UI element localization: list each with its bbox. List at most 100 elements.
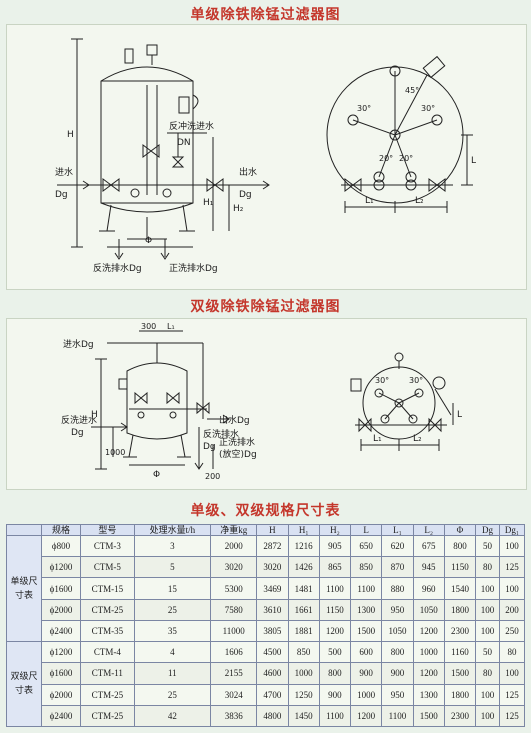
header-cell: Φ xyxy=(443,524,477,536)
double-stage-diagram: 进水Dg 300 L₁ H 反洗进水 Dg 1000 出水Dg 反洗排水 Dg … xyxy=(61,322,462,481)
table-cell: 4800 xyxy=(256,704,289,728)
double-vent-label: (放空)Dg xyxy=(219,448,257,460)
table-cell: CTM-25 xyxy=(80,683,135,706)
table-cell: 650 xyxy=(350,534,383,558)
table-cell: 1450 xyxy=(287,704,320,728)
table-cell: 1800 xyxy=(443,598,477,621)
dim-h1: H₁ xyxy=(203,198,214,208)
dim-l: L xyxy=(471,156,476,166)
backwash-inlet-label: 反冲洗进水 xyxy=(169,120,214,132)
table-cell: 3610 xyxy=(256,598,289,621)
table-cell: CTM-35 xyxy=(80,619,135,643)
double-dim-l: L xyxy=(457,410,462,420)
table-cell: 25 xyxy=(133,598,212,621)
double-dim-phi: Φ xyxy=(153,470,160,480)
dim-phi: Φ xyxy=(145,236,152,246)
table-cell: 11000 xyxy=(210,619,258,643)
table-cell: 800 xyxy=(381,641,414,664)
table-cell: CTM-5 xyxy=(80,556,135,579)
double-dim-l2: L₂ xyxy=(413,434,422,444)
table-cell: 5 xyxy=(133,556,212,579)
table-cell: 15 xyxy=(133,577,212,600)
dim-h2: H₂ xyxy=(233,204,244,214)
table-cell: 100 xyxy=(475,577,500,600)
double-dim-l1-top: L₁ xyxy=(167,322,175,331)
table-cell: 950 xyxy=(381,598,414,621)
header-cell: 规格 xyxy=(40,524,82,536)
single-stage-title: 单级除铁除锰过滤器图 xyxy=(190,7,341,23)
table-cell: 3020 xyxy=(256,556,289,579)
table-cell: ϕ2000 xyxy=(40,598,82,621)
table-cell: 4 xyxy=(133,641,212,664)
table-cell: 2300 xyxy=(443,704,477,728)
table-cell: 250 xyxy=(498,619,526,643)
table-cell: 1100 xyxy=(381,704,414,728)
table-cell: 1800 xyxy=(443,683,477,706)
table-cell: CTM-25 xyxy=(80,598,135,621)
dim-l2: L₂ xyxy=(415,196,424,206)
table-cell: 900 xyxy=(350,662,383,685)
inlet-dg-label: Dg xyxy=(55,190,68,200)
table-cell: 7580 xyxy=(210,598,258,621)
table-cell: 35 xyxy=(133,619,212,643)
table-cell: 950 xyxy=(381,683,414,706)
header-cell: L₂ xyxy=(412,524,445,536)
table-cell: 1100 xyxy=(318,704,352,728)
table-cell: 3 xyxy=(133,534,212,558)
table-cell: 800 xyxy=(443,534,477,558)
table-cell: 25 xyxy=(133,683,212,706)
table-cell: 2872 xyxy=(256,534,289,558)
table-cell: ϕ1600 xyxy=(40,662,82,685)
table-cell: 1100 xyxy=(350,577,383,600)
angle-45: 45° xyxy=(405,86,419,95)
header-cell: 型号 xyxy=(80,524,135,536)
dim-h: H xyxy=(67,130,74,140)
table-cell: 1150 xyxy=(443,556,477,579)
table-cell: 1216 xyxy=(287,534,320,558)
table-cell: 1300 xyxy=(412,683,445,706)
angle-20-right: 20° xyxy=(399,154,413,163)
table-cell: 865 xyxy=(318,556,352,579)
table-cell: 1481 xyxy=(287,577,320,600)
table-cell: 80 xyxy=(475,662,500,685)
table-cell: 800 xyxy=(318,662,352,685)
table-cell: 945 xyxy=(412,556,445,579)
table-cell: 850 xyxy=(287,641,320,664)
table-cell: 42 xyxy=(133,704,212,728)
double-stage-title: 双级除铁除锰过滤器图 xyxy=(190,299,341,315)
table-cell: 50 xyxy=(475,534,500,558)
table-cell: CTM-4 xyxy=(80,641,135,664)
header-cell: L xyxy=(350,524,383,536)
group-label: 双级尺寸表 xyxy=(6,641,42,727)
header-cell: Dg xyxy=(475,524,500,536)
dim-1000: 1000 xyxy=(105,448,125,457)
table-cell: CTM-15 xyxy=(80,577,135,600)
table-cell: 11 xyxy=(133,662,212,685)
dim-300: 300 xyxy=(141,322,156,331)
table-cell: 1250 xyxy=(287,683,320,706)
table-cell: 1200 xyxy=(350,704,383,728)
table-cell: ϕ2400 xyxy=(40,619,82,643)
table-cell: 5300 xyxy=(210,577,258,600)
table-cell: 960 xyxy=(412,577,445,600)
angle-30-left: 30° xyxy=(357,104,371,113)
table-cell: 1000 xyxy=(287,662,320,685)
header-cell: H₂ xyxy=(318,524,352,536)
table-cell: 125 xyxy=(498,556,526,579)
table-cell: 125 xyxy=(498,683,526,706)
dn-label: DN xyxy=(177,138,191,148)
header-cell: H₁ xyxy=(287,524,320,536)
table-cell: 870 xyxy=(381,556,414,579)
table-cell: 3469 xyxy=(256,577,289,600)
double-backwash-inlet-dg: Dg xyxy=(71,428,84,438)
table-cell: 1200 xyxy=(318,619,352,643)
table-cell: 1200 xyxy=(412,619,445,643)
table-cell: ϕ1200 xyxy=(40,641,82,664)
